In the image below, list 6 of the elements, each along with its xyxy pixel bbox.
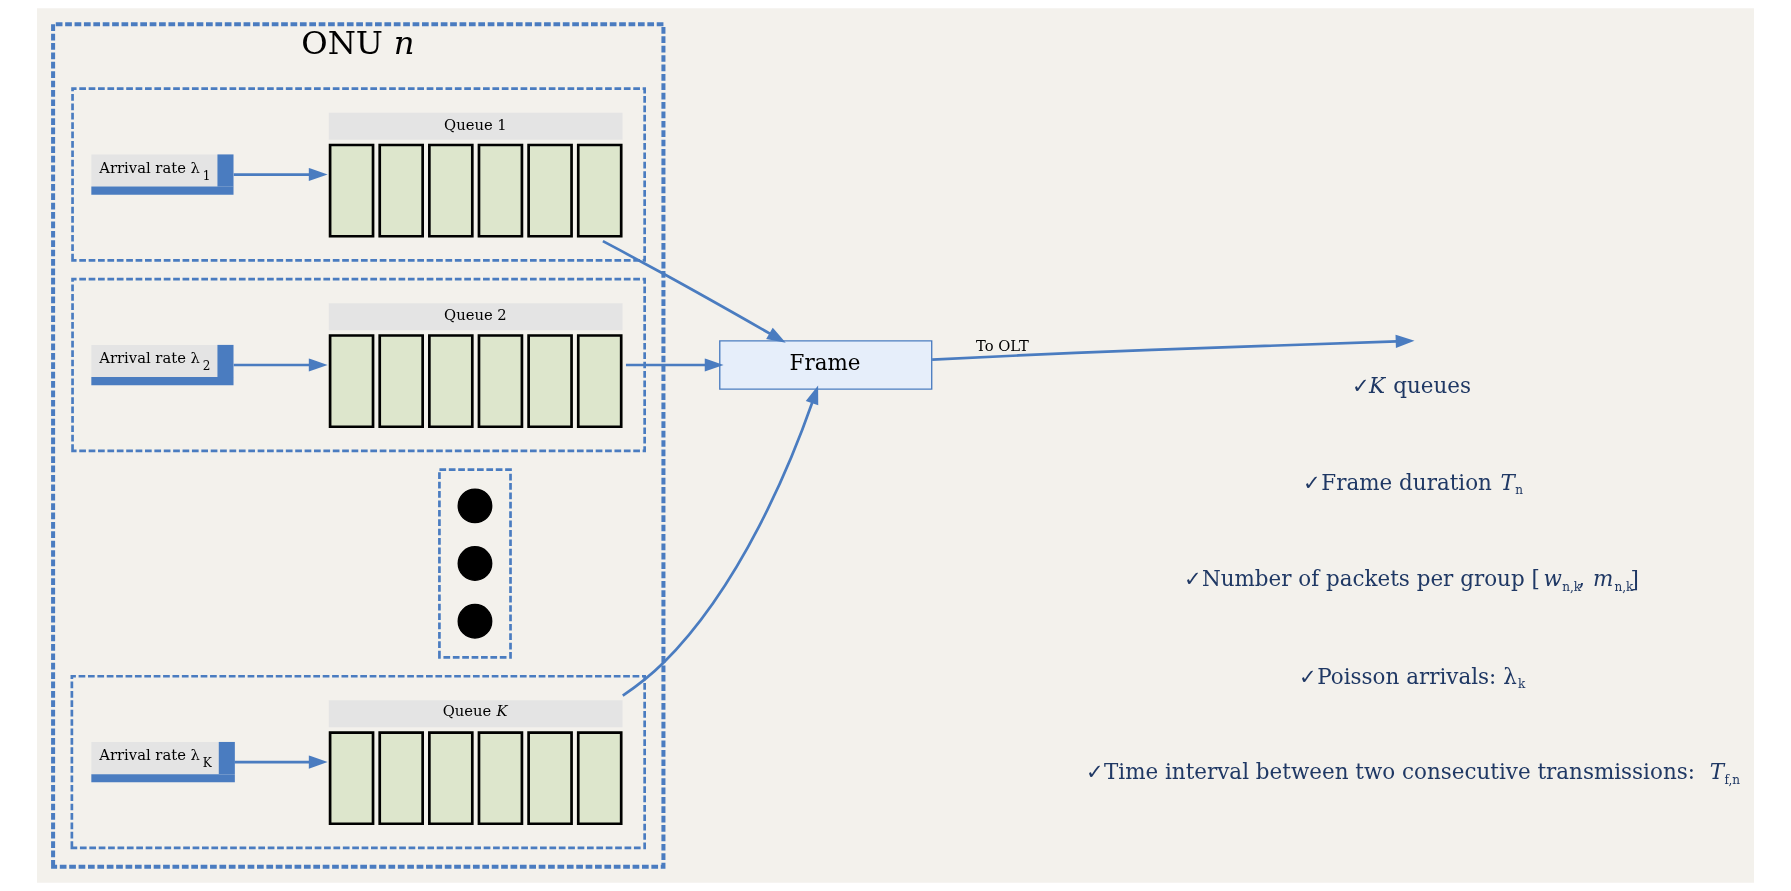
label: ✓Number of packets per group [w$_{n,k}$, m$_{n,k}$] xyxy=(1183,566,1639,594)
label: ✓Frame duration T$_{n}$ xyxy=(1303,469,1524,498)
label: ✓Poisson arrivals: λ$_{k}$ xyxy=(1299,664,1526,691)
edge-label: To OLT xyxy=(975,337,1029,355)
label: ✓Time interval between two consecutive transmissions: T$_{f,n}$ xyxy=(1085,759,1741,788)
label: ✓K queues xyxy=(1351,372,1472,398)
